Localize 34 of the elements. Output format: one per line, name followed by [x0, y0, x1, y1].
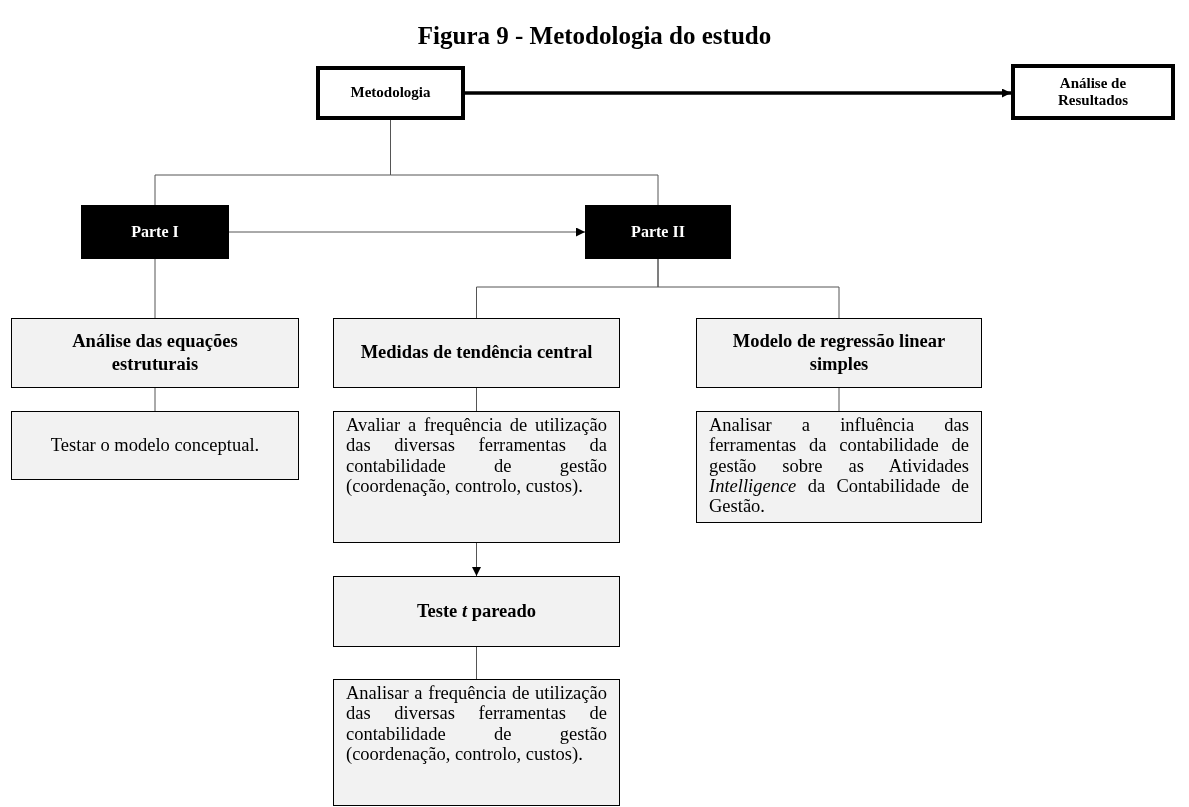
box-label: Parte II — [631, 223, 685, 241]
method-box — [333, 576, 620, 647]
connector-line — [154, 387, 156, 412]
description-text: Avaliar a frequência de utilização das diversas ferramentas da contabilidade de gestão (coordenação, controlo, custos). — [346, 415, 607, 497]
description-box — [696, 411, 982, 523]
description-box — [333, 411, 620, 543]
box-label: Análise de Resultados — [1057, 74, 1129, 110]
description-text: Analisar a frequência de utilização das diversas ferramentas de contabilidade de gestão (coordenação, controlo, custos). — [346, 683, 607, 765]
description-text: Testar o modelo conceptual. — [50, 435, 260, 456]
description-box — [333, 679, 620, 806]
description-text: Analisar a influência das ferramentas da contabilidade de gestão sobre as Atividades Intelligence da Contabilidade de Gestão. — [709, 415, 969, 517]
method-box — [696, 318, 982, 388]
section-box — [81, 205, 229, 259]
box-label: Modelo de regressão linear simples — [731, 329, 947, 376]
arrow — [228, 227, 586, 237]
arrow — [465, 88, 1011, 98]
connector-line — [476, 646, 477, 680]
title-box — [316, 66, 465, 120]
method-box — [11, 318, 299, 388]
connector-line — [838, 387, 840, 412]
title-box — [1011, 64, 1175, 120]
figure-title: Figura 9 - Metodologia do estudo — [416, 22, 773, 50]
description-box — [11, 411, 299, 480]
box-label: Análise das equações estruturais — [71, 329, 239, 376]
arrow — [472, 542, 481, 577]
section-box — [585, 205, 731, 259]
box-label: Metodologia — [350, 84, 431, 102]
box-label: Medidas de tendência central — [360, 341, 593, 365]
method-box — [333, 318, 620, 388]
box-label: Parte I — [131, 223, 179, 241]
connector-line — [657, 258, 840, 319]
box-label: Teste t pareado — [416, 599, 537, 623]
connector-line — [154, 258, 156, 319]
connector-line — [476, 387, 477, 412]
